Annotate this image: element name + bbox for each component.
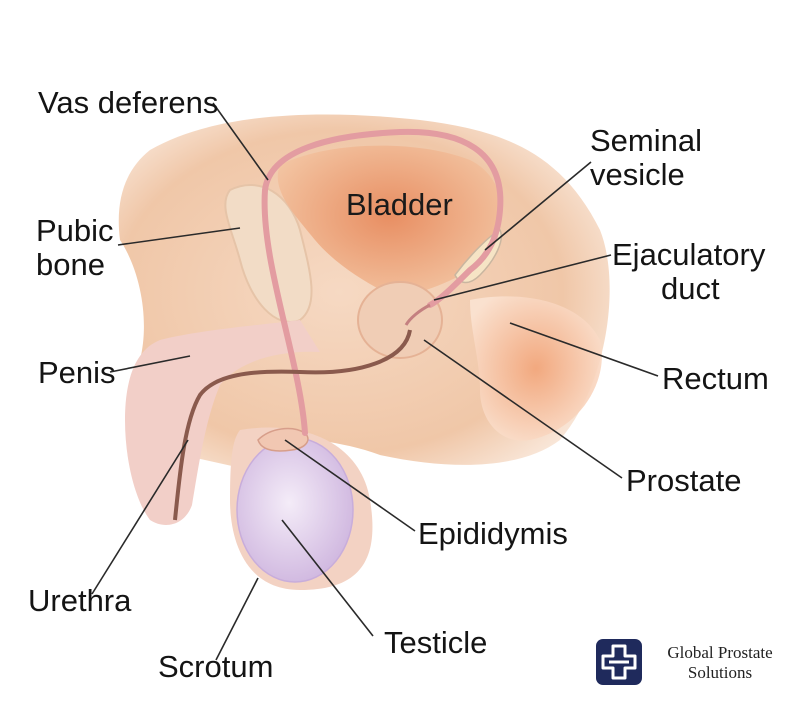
leader-pubic-bone (117, 227, 241, 246)
brand-name-line1: Global Prostate (667, 643, 773, 662)
rectum (470, 296, 602, 441)
label-scrotum: Scrotum (158, 650, 273, 684)
cross-logo-icon-svg (601, 644, 637, 680)
leader-rectum (509, 322, 659, 377)
label-seminal-vesicle: Seminal vesicle (590, 124, 702, 192)
label-ejaculatory-line1: Ejaculatory (612, 237, 766, 272)
leader-ejaculatory-duct (433, 254, 612, 301)
label-bladder: Bladder (346, 188, 453, 222)
label-pubic-line1: Pubic (36, 213, 114, 248)
leader-vas-deferens (212, 102, 269, 181)
brand-name: Global Prostate Solutions (650, 643, 790, 683)
label-urethra-text: Urethra (28, 583, 132, 618)
label-ejaculatory-line2: duct (661, 271, 720, 306)
urethra (173, 329, 412, 521)
label-ejaculatory-duct: Ejaculatory duct (612, 238, 765, 306)
label-vas-deferens-text: Vas deferens (38, 85, 219, 120)
leader-urethra (91, 439, 189, 595)
label-rectum-text: Rectum (662, 361, 769, 396)
vas-deferens (261, 128, 504, 436)
label-penis-text: Penis (38, 355, 116, 390)
bladder (277, 145, 502, 300)
leader-prostate (423, 339, 623, 479)
label-seminal-line2: vesicle (590, 157, 685, 192)
epididymis (257, 427, 309, 452)
label-prostate-text: Prostate (626, 463, 742, 498)
label-vas-deferens: Vas deferens (38, 86, 218, 120)
testicle (236, 437, 354, 583)
label-epididymis-text: Epididymis (418, 516, 568, 551)
label-urethra: Urethra (28, 584, 131, 618)
label-testicle-text: Testicle (384, 625, 488, 660)
label-pubic-line2: bone (36, 247, 105, 282)
label-seminal-line1: Seminal (590, 123, 702, 158)
leader-epididymis (284, 439, 416, 532)
ejaculatory-duct (404, 303, 431, 326)
label-rectum: Rectum (662, 362, 769, 396)
label-testicle: Testicle (384, 626, 487, 660)
brand-name-line2: Solutions (687, 663, 753, 682)
penis (125, 320, 320, 525)
leader-testicle (281, 519, 374, 637)
leader-lines (91, 102, 659, 661)
label-prostate: Prostate (626, 464, 741, 498)
label-scrotum-text: Scrotum (158, 649, 274, 684)
brand-logo: Global Prostate Solutions (596, 639, 796, 691)
label-bladder-text: Bladder (346, 187, 453, 222)
cross-logo-icon (596, 639, 642, 685)
label-penis: Penis (38, 356, 116, 390)
label-pubic-bone: Pubic bone (36, 214, 114, 282)
leader-seminal-vesicle (484, 161, 592, 251)
leader-penis (109, 355, 191, 373)
prostate (357, 281, 443, 359)
leader-scrotum (215, 577, 259, 661)
label-epididymis: Epididymis (418, 517, 568, 551)
